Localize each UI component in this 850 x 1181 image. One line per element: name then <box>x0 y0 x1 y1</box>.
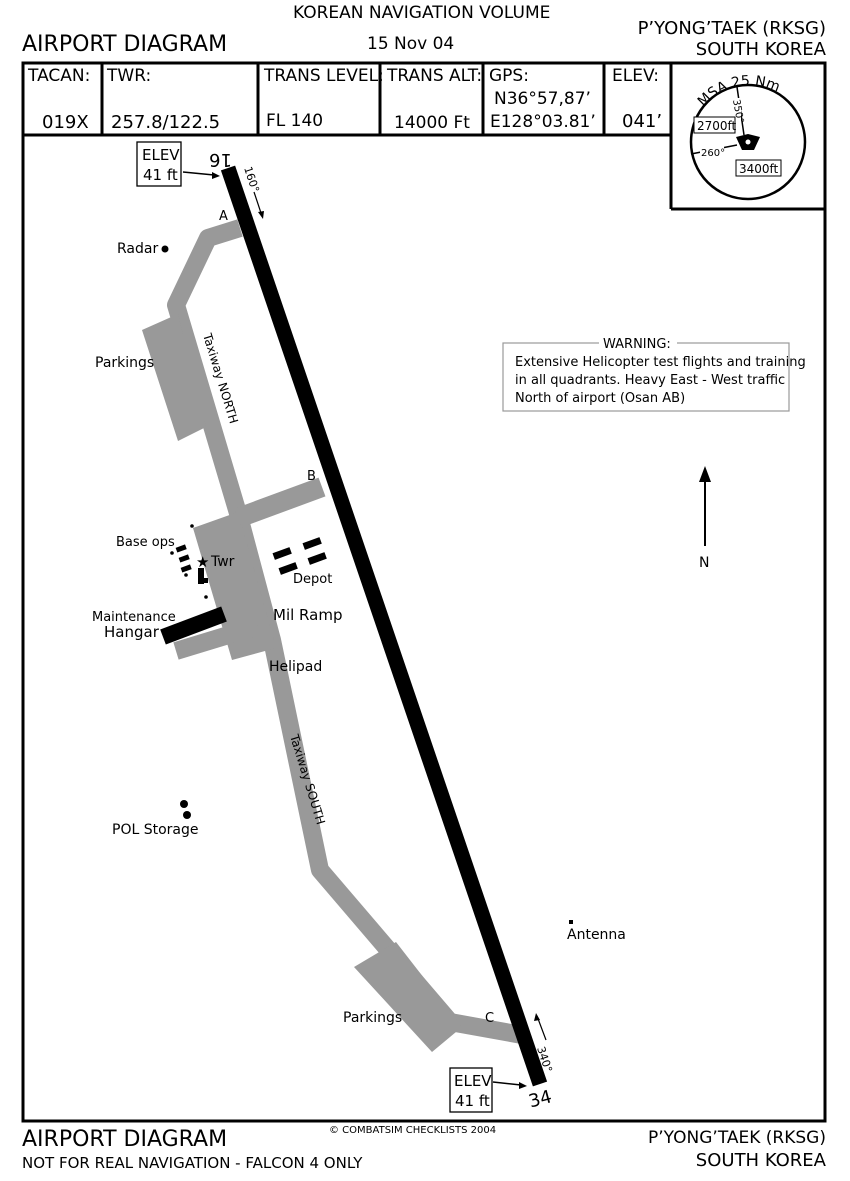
taxiway-b-label: B <box>307 469 316 484</box>
pol-tank-icon <box>180 800 188 808</box>
depot-label: Depot <box>293 572 332 587</box>
parkings-south-label: Parkings <box>343 1010 402 1026</box>
elev-box-north <box>136 141 182 187</box>
runway-16-34 <box>220 165 548 1087</box>
info-cell-dividers <box>100 63 825 211</box>
gps-east: E128°03.81’ <box>490 112 596 132</box>
base-ops-label: Base ops <box>116 535 175 550</box>
footer-airport: P’YONG’TAEK (RKSG) <box>648 1128 826 1148</box>
country-name: SOUTH KOREA <box>695 39 826 60</box>
taxiways <box>142 219 524 1052</box>
heading-160-label: 160° <box>241 165 262 194</box>
pol-storage-label: POL Storage <box>112 822 199 838</box>
twr-label: TWR: <box>106 66 151 86</box>
hangar-label: Hangar <box>104 623 160 641</box>
radar-label: Radar <box>117 241 158 257</box>
antenna-icon <box>569 920 573 924</box>
trans-level-value: FL 140 <box>266 111 323 131</box>
warning-line: in all quadrants. Heavy East - West traf… <box>515 373 785 388</box>
footer-copyright: © COMBATSIM CHECKLISTS 2004 <box>329 1125 497 1136</box>
antenna-label: Antenna <box>567 927 626 943</box>
diagram-frame <box>21 61 827 1123</box>
tower-star-icon: ★ <box>196 553 209 571</box>
radar-icon <box>161 245 169 253</box>
elev-arrow-north <box>182 171 215 176</box>
taxiway-b <box>234 477 326 528</box>
msa-diagram: MSA 25 Nm 350° 260° 2700ft 3400ft <box>689 73 807 201</box>
helipad-label: Helipad <box>269 659 322 675</box>
tacan-label: TACAN: <box>27 66 90 86</box>
tower-label: Twr <box>210 554 235 570</box>
trans-alt-value: 14000 Ft <box>394 113 470 133</box>
volume-title: KOREAN NAVIGATION VOLUME <box>293 3 551 23</box>
elev-box-north-line1: ELEV <box>142 146 180 164</box>
runway-34-label: 34 <box>527 1086 555 1112</box>
north-label: N <box>699 555 709 571</box>
gps-north: N36°57,87’ <box>494 89 591 109</box>
maintenance-label: Maintenance <box>92 610 176 625</box>
msa-bearing-260: 260° <box>701 148 725 159</box>
hangar-building <box>160 606 227 645</box>
airport-name: P’YONG’TAEK (RKSG) <box>637 18 826 39</box>
page-title: AIRPORT DIAGRAM <box>22 32 228 57</box>
taxiway-c-label: C <box>485 1011 494 1026</box>
taxiway-a-label: A <box>219 209 228 224</box>
trans-level-label: TRANS LEVEL: <box>263 66 384 86</box>
msa-circle <box>689 83 807 201</box>
warning-box: WARNING: Extensive Helicopter test fligh… <box>502 336 806 412</box>
taxiway-hangar <box>173 617 261 660</box>
depot-building <box>272 547 292 560</box>
runway-16-label: 16 <box>209 149 232 170</box>
twr-value: 257.8/122.5 <box>111 112 220 133</box>
parking-north <box>142 314 206 441</box>
chart-date: 15 Nov 04 <box>367 34 455 54</box>
msa-alt-2700: 2700ft <box>697 119 737 133</box>
elev-box-south-line2: 41 ft <box>455 1092 490 1110</box>
elev-box-north-line2: 41 ft <box>143 166 178 184</box>
warning-line: Extensive Helicopter test flights and tr… <box>515 355 806 370</box>
parking-south <box>354 942 462 1052</box>
warning-line: North of airport (Osan AB) <box>515 391 685 406</box>
elev-label: ELEV: <box>612 66 659 86</box>
msa-alt-3400: 3400ft <box>739 162 779 176</box>
buildings <box>160 245 573 924</box>
footer-country: SOUTH KOREA <box>695 1150 826 1171</box>
mil-ramp-label: Mil Ramp <box>273 606 342 624</box>
base-ops-building <box>175 544 187 553</box>
elev-box-south-line1: ELEV <box>454 1072 492 1090</box>
gps-label: GPS: <box>489 66 529 86</box>
footer-disclaimer: NOT FOR REAL NAVIGATION - FALCON 4 ONLY <box>22 1154 363 1172</box>
elev-arrow-south <box>492 1081 522 1086</box>
elev-value: 041’ <box>622 111 662 132</box>
trans-alt-label: TRANS ALT: <box>386 66 482 86</box>
footer-title: AIRPORT DIAGRAM <box>22 1127 228 1152</box>
elev-box-south <box>449 1067 493 1113</box>
parkings-north-label: Parkings <box>95 355 154 371</box>
tacan-value: 019X <box>42 112 89 133</box>
warning-title: WARNING: <box>603 337 671 352</box>
